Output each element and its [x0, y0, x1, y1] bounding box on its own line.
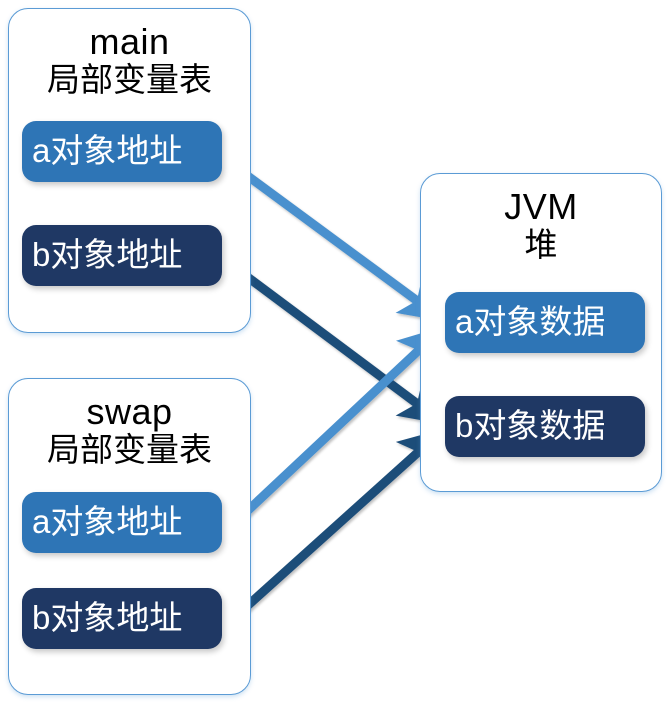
chip-swap-b-reference: b对象地址 [22, 588, 222, 649]
arrow-main-a-to-heap-a [223, 156, 446, 322]
panel-main-title-line2: 局部变量表 [47, 60, 212, 98]
panel-jvm-title-line2: 堆 [524, 225, 558, 263]
panel-main-title: main 局部变量表 [9, 21, 250, 98]
panel-swap-title-line2: 局部变量表 [47, 430, 212, 468]
panel-jvm-title: JVM 堆 [421, 186, 661, 263]
arrow-swap-b-to-heap-b [222, 428, 445, 629]
panel-swap-title: swap 局部变量表 [9, 391, 250, 468]
panel-swap-title-line1: swap [86, 391, 173, 432]
arrow-main-b-to-heap-b [223, 257, 446, 425]
chip-main-a-reference: a对象地址 [22, 121, 222, 182]
chip-heap-b-object: b对象数据 [445, 396, 645, 457]
chip-swap-a-reference: a对象地址 [22, 492, 222, 553]
panel-main-title-line1: main [89, 21, 170, 62]
chip-heap-a-object: a对象数据 [445, 292, 645, 353]
arrow-swap-a-to-heap-a [222, 326, 445, 535]
chip-main-b-reference: b对象地址 [22, 225, 222, 286]
panel-jvm-title-line1: JVM [504, 186, 578, 227]
